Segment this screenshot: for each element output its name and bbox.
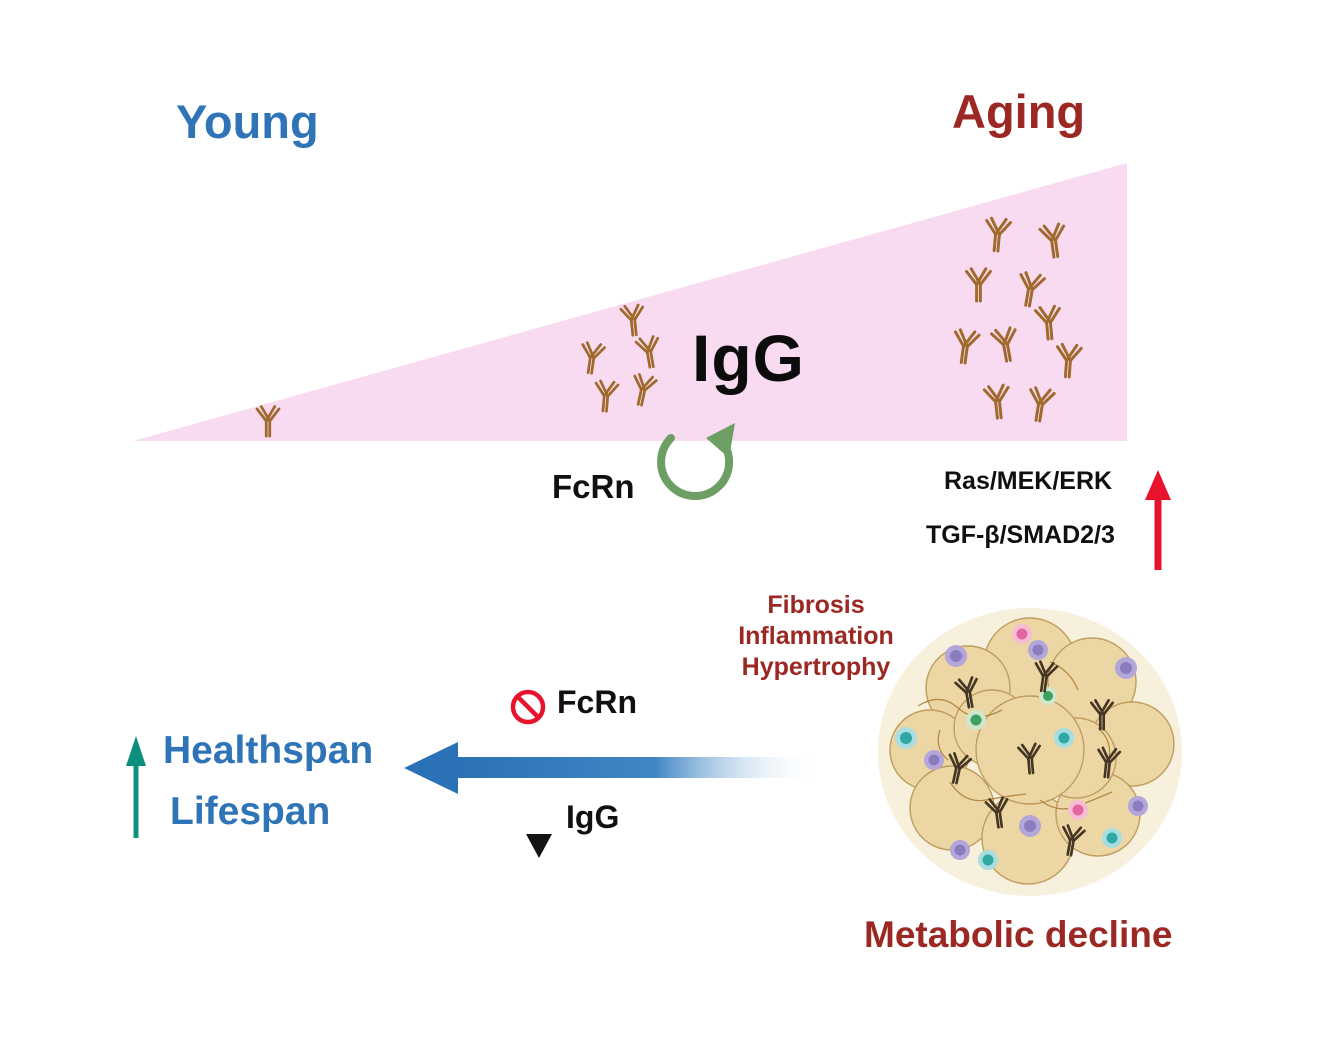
fcrn-recycle-arrow-icon <box>657 423 735 500</box>
prohibition-icon <box>510 689 546 725</box>
aging-label: Aging <box>952 85 1086 138</box>
igg-gradient-triangle <box>133 163 1127 441</box>
immune-cells <box>895 624 1148 870</box>
igg-label: IgG <box>692 321 805 395</box>
tgf-smad-label: TGF-β/SMAD2/3 <box>926 521 1115 549</box>
young-label: Young <box>176 95 319 148</box>
outcome-left-arrow-icon <box>404 742 820 794</box>
fibrosis-label: Fibrosis <box>767 591 865 619</box>
metabolic-decline-label: Metabolic decline <box>864 914 1173 955</box>
pathway-up-arrow-icon <box>1145 470 1171 570</box>
fcrn-label: FcRn <box>552 468 635 505</box>
lifespan-label: Lifespan <box>170 790 331 833</box>
adipose-tissue-illustration <box>878 608 1182 896</box>
healthspan-up-arrow-icon <box>126 736 146 838</box>
igg-decrease-label: IgG <box>566 799 620 835</box>
inflammation-label: Inflammation <box>738 622 894 650</box>
tissue-effects-label: Fibrosis Inflammation Hypertrophy <box>696 590 936 683</box>
igg-decrease-arrow-icon <box>526 792 552 858</box>
hypertrophy-label: Hypertrophy <box>741 653 891 681</box>
healthspan-label: Healthspan <box>163 729 374 772</box>
fcrn-blocked-label: FcRn <box>557 684 637 720</box>
ras-mek-erk-label: Ras/MEK/ERK <box>944 467 1113 495</box>
